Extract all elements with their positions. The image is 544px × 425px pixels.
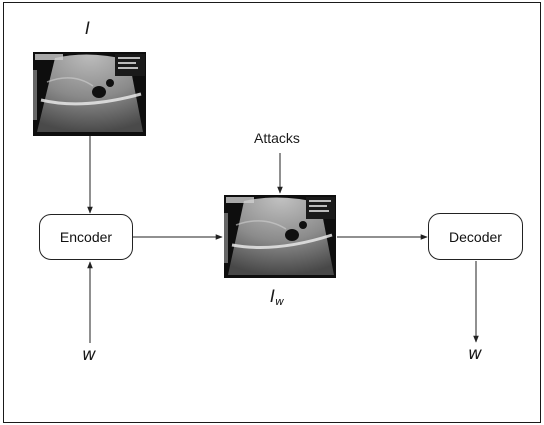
decoder-box: Decoder [428, 213, 523, 260]
input-ultrasound-image [33, 52, 146, 136]
watermark-output-label: w [468, 344, 482, 364]
watermarked-ultrasound-image [224, 195, 336, 278]
watermarked-image-label-sub: w [275, 295, 285, 308]
watermark-input-label: w [82, 345, 96, 365]
encoder-label: Encoder [59, 229, 113, 245]
encoder-box: Encoder [39, 214, 133, 260]
watermarked-image-label-base: I [270, 287, 276, 307]
input-image-label: I [85, 19, 91, 39]
attacks-label: Attacks [254, 130, 300, 146]
watermarked-image-label: Iw [270, 287, 284, 308]
decoder-label: Decoder [449, 228, 502, 245]
